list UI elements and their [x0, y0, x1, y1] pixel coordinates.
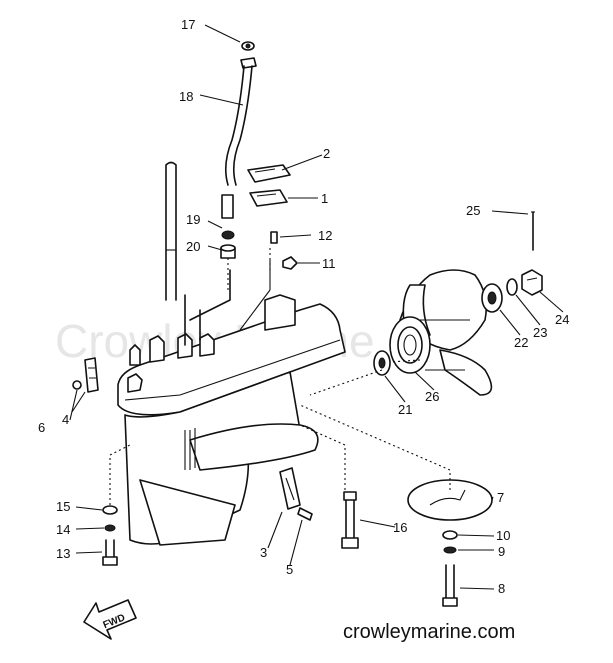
- thrust-washer: [373, 350, 391, 376]
- bottom-bolt-set: [102, 505, 118, 566]
- callout-7: 7: [497, 490, 504, 505]
- callout-21: 21: [398, 402, 412, 417]
- callout-14: 14: [56, 522, 70, 537]
- callout-19: 19: [186, 212, 200, 227]
- callout-9: 9: [498, 544, 505, 559]
- alignment-lines: [109, 248, 451, 505]
- side-anode: [279, 467, 313, 521]
- lower-unit-housing: [117, 161, 346, 546]
- site-footer-link[interactable]: crowleymarine.com: [343, 621, 515, 643]
- callout-3: 3: [260, 545, 267, 560]
- leader-lines: [69, 24, 564, 590]
- callout-1: 1: [321, 191, 328, 206]
- callout-26: 26: [425, 389, 439, 404]
- callout-17: 17: [181, 17, 195, 32]
- callout-25: 25: [466, 203, 480, 218]
- callout-11: 11: [322, 256, 336, 271]
- callout-6: 6: [38, 420, 45, 435]
- pin-and-nut: [270, 231, 298, 270]
- forward-arrow-icon: FWD: [83, 599, 137, 640]
- callout-18: 18: [179, 89, 193, 104]
- callout-12: 12: [318, 228, 332, 243]
- callout-5: 5: [286, 562, 293, 577]
- callout-2: 2: [323, 146, 330, 161]
- callout-24: 24: [555, 312, 569, 327]
- propeller: [389, 269, 493, 396]
- long-bolt: [341, 491, 359, 549]
- callout-8: 8: [498, 581, 505, 596]
- callout-4: 4: [62, 412, 69, 427]
- cover-plate: [407, 479, 493, 607]
- callout-10: 10: [496, 528, 510, 543]
- callout-20: 20: [186, 239, 200, 254]
- callout-16: 16: [393, 520, 407, 535]
- callout-15: 15: [56, 499, 70, 514]
- trim-bracket: [72, 357, 99, 393]
- anode-pads: [247, 164, 291, 207]
- callout-labels: 17 18 2 1 19 20 12 11 25 24 23 22 21 26 …: [38, 17, 569, 596]
- callout-22: 22: [514, 335, 528, 350]
- callout-13: 13: [56, 546, 70, 561]
- callout-23: 23: [533, 325, 547, 340]
- water-tube-assembly: [220, 41, 257, 259]
- prop-hardware: [481, 211, 543, 313]
